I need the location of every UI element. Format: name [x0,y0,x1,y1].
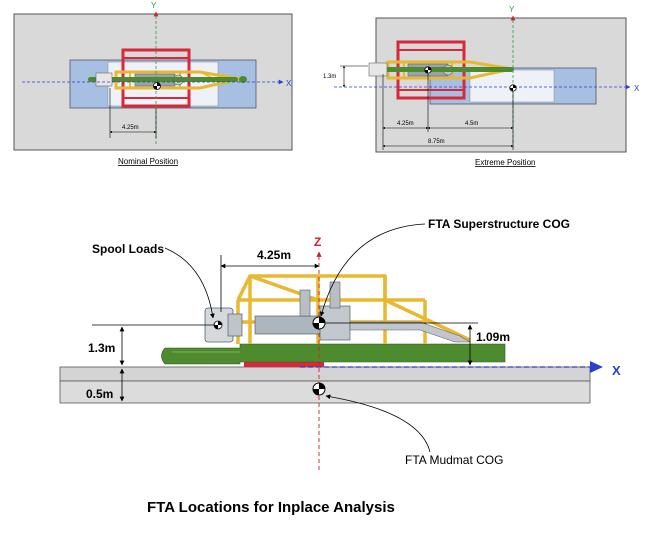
extreme-x-label: X [634,84,640,93]
cog-height-label: 1.09m [476,330,510,344]
spool-height-label: 1.3m [88,341,115,355]
x-axis-label: X [612,363,621,378]
extreme-y-label: Y [509,5,515,14]
extreme-caption: Extreme Position [475,158,535,167]
extreme-height-label: 1.3m [323,74,336,80]
nominal-dim-label: 4.25m [122,125,139,131]
red-base-frame [244,360,324,367]
superstructure-cog-leader [319,223,426,317]
nominal-caption: Nominal Position [118,157,178,166]
nominal-x-label: X [286,79,292,88]
figure-title: FTA Locations for Inplace Analysis [147,499,395,516]
offset-dim-label: 4.25m [257,248,291,262]
extreme-green-pipe [382,67,514,72]
extreme-dim-a-label: 4.25m [397,121,414,127]
elevation-view: Spool Loads 4.25m Z FTA Superstructure C… [59,217,621,470]
z-axis-label: Z [314,235,321,249]
superstructure-cog-label: FTA Superstructure COG [428,217,570,231]
green-pipe [161,343,506,365]
nominal-y-label: Y [151,1,157,10]
extreme-position-view: X Y 1.3m 4.25m 4.5m 8.75m Extreme Positi… [323,5,640,167]
nominal-position-view: X Y 4.25m Nominal Position [13,1,293,166]
nominal-yellow-frame [114,70,241,90]
mudmat-cog-label: FTA Mudmat COG [405,453,503,467]
extreme-dim-b-label: 4.5m [465,121,478,127]
mudmat-base [59,380,591,404]
mudmat-thickness-label: 0.5m [86,387,113,401]
spool-loads-label: Spool Loads [92,242,164,256]
extreme-yellow-frame [386,60,513,80]
mudmat-top-plate [59,366,591,382]
extreme-dim-total-label: 8.75m [428,139,445,145]
mudmat-cog-leader [325,394,431,453]
nominal-green-pipe [88,77,238,82]
spool-loads-leader [164,247,215,319]
